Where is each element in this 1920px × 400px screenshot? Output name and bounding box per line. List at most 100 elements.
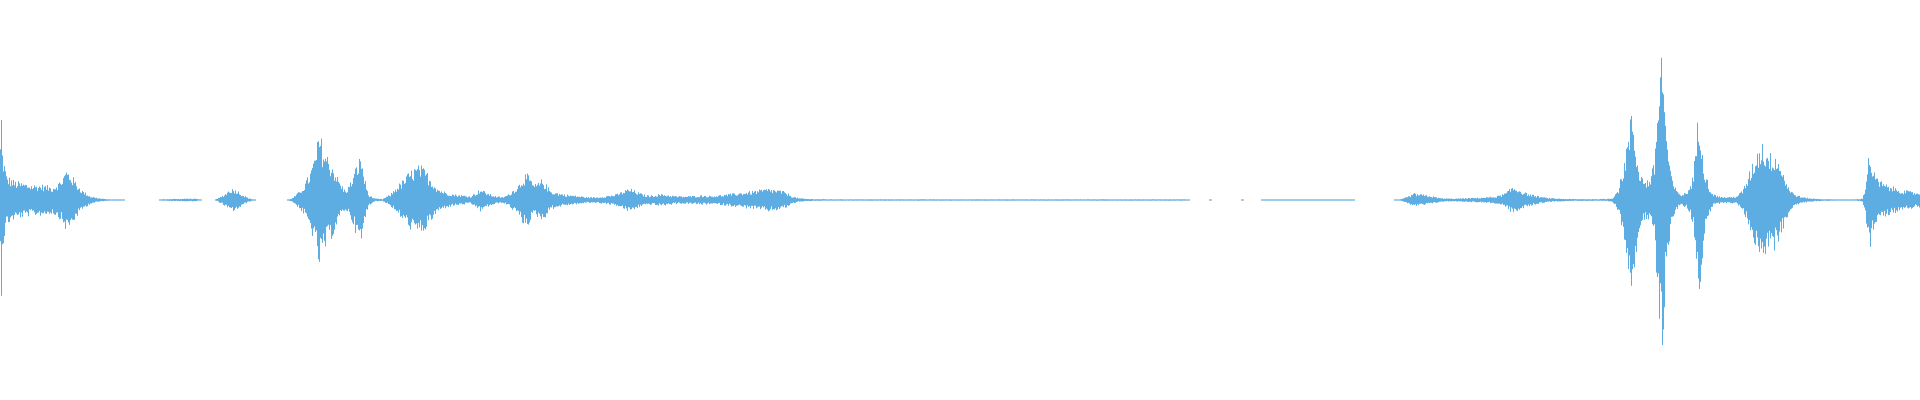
waveform-sample xyxy=(1431,197,1432,203)
waveform-sample xyxy=(465,196,466,203)
waveform-sample xyxy=(692,195,693,204)
waveform-sample xyxy=(115,199,116,201)
waveform-sample xyxy=(1030,199,1031,201)
waveform-sample xyxy=(1006,199,1007,201)
waveform-sample xyxy=(1128,199,1129,201)
waveform-sample xyxy=(803,198,804,202)
waveform-sample xyxy=(326,161,327,227)
waveform-sample xyxy=(173,199,174,201)
waveform-sample xyxy=(360,161,361,229)
waveform-sample xyxy=(1014,199,1015,201)
waveform-sample xyxy=(1305,199,1306,201)
waveform-sample xyxy=(563,195,564,205)
waveform-sample xyxy=(984,199,985,201)
waveform-sample xyxy=(766,189,767,209)
waveform-sample xyxy=(419,170,420,228)
waveform-sample xyxy=(223,197,224,205)
waveform-sample xyxy=(567,194,568,206)
waveform-sample xyxy=(1659,106,1660,319)
waveform-sample xyxy=(551,192,552,208)
waveform-sample xyxy=(1,119,2,296)
waveform-sample xyxy=(1279,199,1280,201)
waveform-sample xyxy=(1821,199,1822,201)
waveform-sample xyxy=(1770,153,1771,239)
waveform-sample xyxy=(165,199,166,201)
waveform-sample xyxy=(1718,197,1719,203)
waveform-sample xyxy=(678,196,679,203)
waveform-sample xyxy=(507,195,508,205)
waveform-sample xyxy=(735,195,736,207)
waveform-sample xyxy=(1823,199,1824,201)
waveform-sample xyxy=(508,194,509,205)
waveform-sample xyxy=(669,196,670,205)
waveform-sample xyxy=(570,195,571,205)
waveform-sample xyxy=(1577,199,1578,201)
waveform-sample xyxy=(1900,193,1901,208)
waveform-sample xyxy=(1578,199,1579,201)
waveform-sample xyxy=(1090,199,1091,201)
waveform-sample xyxy=(1180,199,1181,201)
waveform-sample xyxy=(873,199,874,201)
waveform-sample xyxy=(168,199,169,201)
waveform-sample xyxy=(25,185,26,213)
waveform-sample xyxy=(13,180,14,220)
waveform-sample xyxy=(388,195,389,204)
waveform-sample xyxy=(703,196,704,203)
waveform-sample xyxy=(1520,191,1521,209)
waveform-sample xyxy=(1316,199,1317,201)
waveform-sample xyxy=(1295,199,1296,201)
waveform-sample xyxy=(1872,176,1873,221)
waveform-sample xyxy=(26,185,27,212)
waveform-sample xyxy=(1010,199,1011,201)
waveform-sample xyxy=(1182,199,1183,201)
waveform-sample xyxy=(1575,199,1576,201)
waveform-sample xyxy=(1418,195,1419,206)
waveform-sample xyxy=(1587,199,1588,201)
waveform-sample xyxy=(413,180,414,221)
waveform-sample xyxy=(1160,199,1161,201)
waveform-sample xyxy=(992,199,993,201)
waveform-sample xyxy=(834,199,835,201)
waveform-sample xyxy=(1534,196,1535,205)
waveform-sample xyxy=(908,199,909,201)
waveform-sample xyxy=(1749,171,1750,221)
waveform-sample xyxy=(1648,186,1649,220)
waveform-sample xyxy=(1852,199,1853,201)
waveform-sample xyxy=(1044,199,1045,201)
waveform-sample xyxy=(1320,199,1321,201)
waveform-sample xyxy=(809,199,810,202)
waveform-sample xyxy=(840,199,841,201)
waveform-sample xyxy=(726,194,727,205)
waveform-sample xyxy=(1660,77,1661,284)
waveform-sample xyxy=(509,195,510,205)
waveform-sample xyxy=(1595,199,1596,201)
waveform-sample xyxy=(950,199,951,201)
waveform-sample xyxy=(395,189,396,210)
waveform-sample xyxy=(1552,198,1553,202)
waveform-sample xyxy=(336,181,337,225)
waveform-sample xyxy=(420,176,421,221)
waveform-sample xyxy=(856,199,857,201)
waveform-sample xyxy=(1600,198,1601,201)
waveform-sample xyxy=(1065,199,1066,201)
waveform-sample xyxy=(769,189,770,211)
waveform-sample xyxy=(813,199,814,201)
waveform-sample xyxy=(1887,187,1888,210)
waveform-sample xyxy=(1267,199,1268,201)
waveform-sample xyxy=(937,199,938,201)
waveform-sample xyxy=(614,195,615,205)
waveform-sample xyxy=(914,199,915,201)
waveform-sample xyxy=(392,194,393,208)
waveform-sample xyxy=(1907,190,1908,208)
waveform-sample xyxy=(1884,185,1885,211)
waveform-sample xyxy=(253,199,254,201)
waveform-sample xyxy=(1061,199,1062,201)
waveform-sample xyxy=(935,199,936,201)
waveform-sample xyxy=(1315,199,1316,201)
waveform-sample xyxy=(29,187,30,210)
waveform-sample xyxy=(306,180,307,214)
waveform-sample xyxy=(342,186,343,210)
waveform-sample xyxy=(1850,199,1851,201)
waveform-sample xyxy=(1400,199,1401,201)
